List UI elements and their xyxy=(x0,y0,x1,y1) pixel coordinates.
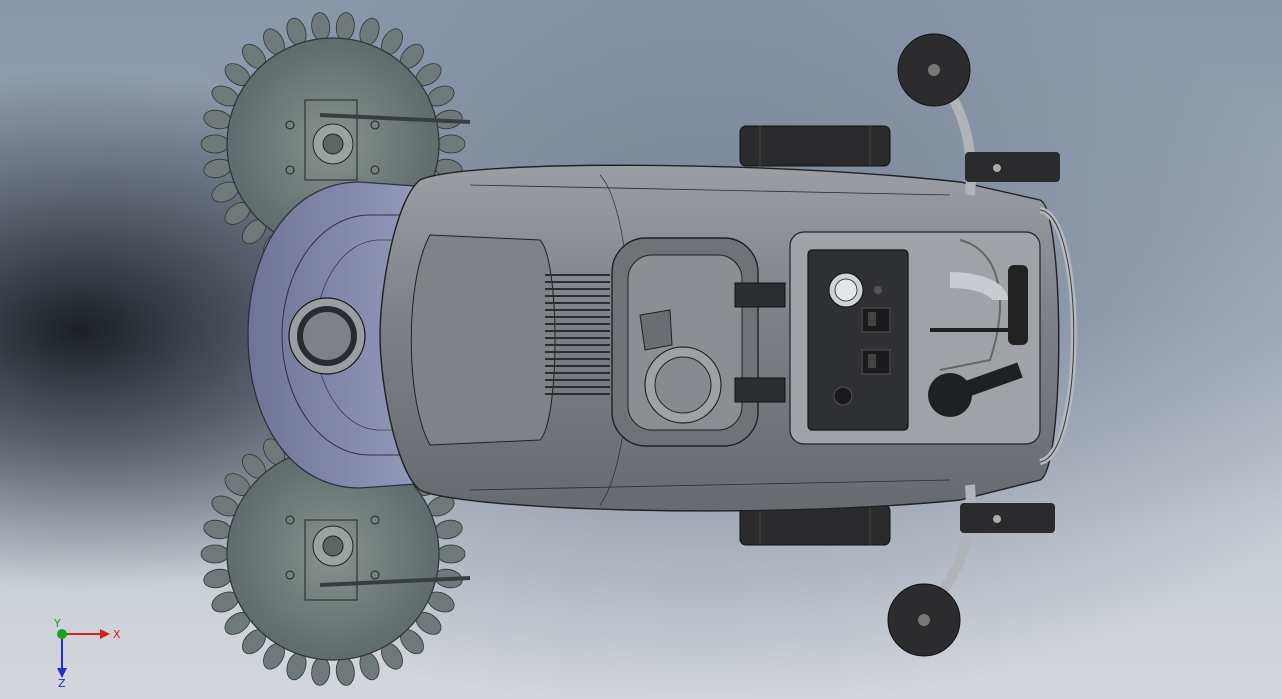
drive-wheel-top[interactable] xyxy=(739,125,891,167)
recovery-tank[interactable] xyxy=(611,237,786,447)
key-switch[interactable] xyxy=(833,386,853,406)
z-axis-label: Z xyxy=(58,677,66,688)
orientation-triad: X Y Z xyxy=(53,618,121,688)
squeegee-wheel-bottom[interactable] xyxy=(887,583,961,657)
vent-grille xyxy=(545,274,610,395)
y-axis-label: Y xyxy=(53,618,61,630)
squeegee-wheel-top[interactable] xyxy=(897,33,971,107)
brush-switch[interactable] xyxy=(861,349,891,375)
handle-bar[interactable] xyxy=(1038,207,1077,465)
power-switch[interactable] xyxy=(861,307,891,333)
squeegee-arm-bottom[interactable] xyxy=(926,484,1055,609)
x-axis-label: X xyxy=(113,628,121,641)
intake-port[interactable] xyxy=(288,297,366,375)
control-panel[interactable] xyxy=(807,249,909,431)
